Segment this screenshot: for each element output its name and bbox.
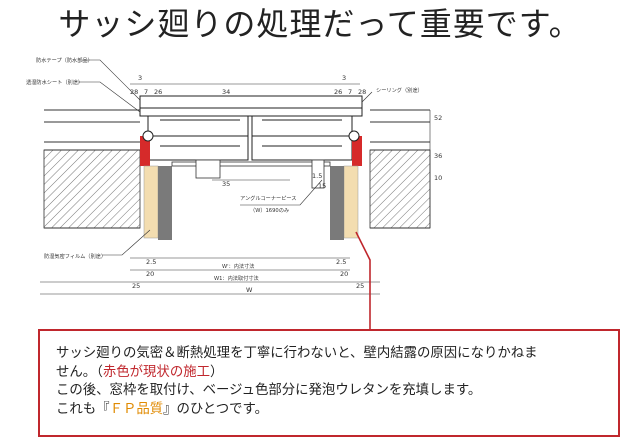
dim-7: 7 (144, 88, 148, 96)
sash-frame (139, 95, 363, 161)
dim-20-right: 20 (340, 270, 348, 278)
left-beige-fill (143, 165, 159, 239)
dim-26-right: 26 (334, 88, 342, 96)
dim-28: 28 (130, 88, 138, 96)
dim-52: 52 (434, 114, 442, 122)
note-line-2: せん。（赤色が現状の施工） (56, 364, 602, 383)
explanation-box: サッシ廻りの気密＆断熱処理を丁寧に行わないと、壁内結露の原因になりかねま せん。… (38, 329, 620, 437)
sash-section-diagram: 防水テープ（防水部品） 透湿防水シート（別途） シーリング（別途） アングルコー… (26, 56, 442, 329)
right-sealant-circle (348, 130, 360, 142)
right-wall-panel (369, 149, 431, 229)
note-highlight-red: 赤色が現状の施工 (102, 364, 210, 380)
left-sealant-circle (142, 130, 154, 142)
left-red-seal (140, 136, 150, 166)
label-angle-corner: アングルコーナーピース (240, 194, 297, 202)
dim-25-left: 25 (132, 282, 140, 290)
dim-7-right: 7 (348, 88, 352, 96)
note-line-3: この後、窓枠を取付け、ベージュ色部分に発泡ウレタンを充填します。 (56, 383, 482, 398)
note-line-1: サッシ廻りの気密＆断熱処理を丁寧に行わないと、壁内結露の原因になりかねま (56, 346, 538, 361)
window-opening (171, 161, 331, 167)
dim-10: 10 (434, 174, 442, 182)
left-wall-panel (43, 149, 141, 229)
dim-26-left: 26 (154, 88, 162, 96)
label-breathable-sheet: 透湿防水シート（別途） (26, 78, 83, 86)
dim-w: W (246, 286, 253, 294)
right-red-seal (352, 136, 362, 166)
label-vapor-film: 防湿気密フィルム（別途） (44, 252, 106, 260)
dim-36: 36 (434, 152, 442, 160)
dim-3-right: 3 (342, 74, 346, 82)
page-title: サッシ廻りの処理だって重要です。 (58, 5, 582, 43)
note-line-2-pre: せん。（ (56, 364, 103, 380)
right-beige-fill (343, 165, 359, 239)
note-line-4-pre: これも『 (56, 401, 110, 417)
label-inner-width: W'：内法寸法 (222, 262, 255, 270)
dim-35: 35 (222, 180, 230, 188)
note-line-4: これも『ＦＰ品質』のひとつです。 (56, 401, 602, 420)
callout-connector (355, 231, 371, 329)
dim-25-right: 25 (356, 282, 364, 290)
label-sealing: シーリング（別途） (376, 86, 423, 94)
inner-frame (195, 159, 221, 179)
label-mount-width: W1：内法取付寸法 (214, 274, 259, 282)
dimension-lines (40, 83, 431, 295)
dim-34: 34 (222, 88, 230, 96)
leader-lines (78, 59, 373, 256)
dim-2-5-left: 2.5 (146, 258, 156, 266)
dim-28-right: 28 (358, 88, 366, 96)
label-angle-corner-size: （W）1690のみ (250, 207, 289, 214)
dim-2-5-right: 2.5 (336, 258, 346, 266)
dim-15: 15 (318, 182, 326, 190)
dim-1-5: 1.5 (312, 172, 322, 180)
dim-20-left: 20 (146, 270, 154, 278)
note-line-2-post: ） (210, 364, 224, 380)
left-wood-stud (158, 166, 172, 240)
right-wood-stud (330, 166, 344, 240)
note-highlight-fp-quality: ＦＰ品質 (109, 401, 164, 417)
label-waterproof-tape: 防水テープ（防水部品） (36, 56, 93, 64)
note-line-4-post: 』のひとつです。 (163, 401, 268, 417)
dim-3-left: 3 (138, 74, 142, 82)
